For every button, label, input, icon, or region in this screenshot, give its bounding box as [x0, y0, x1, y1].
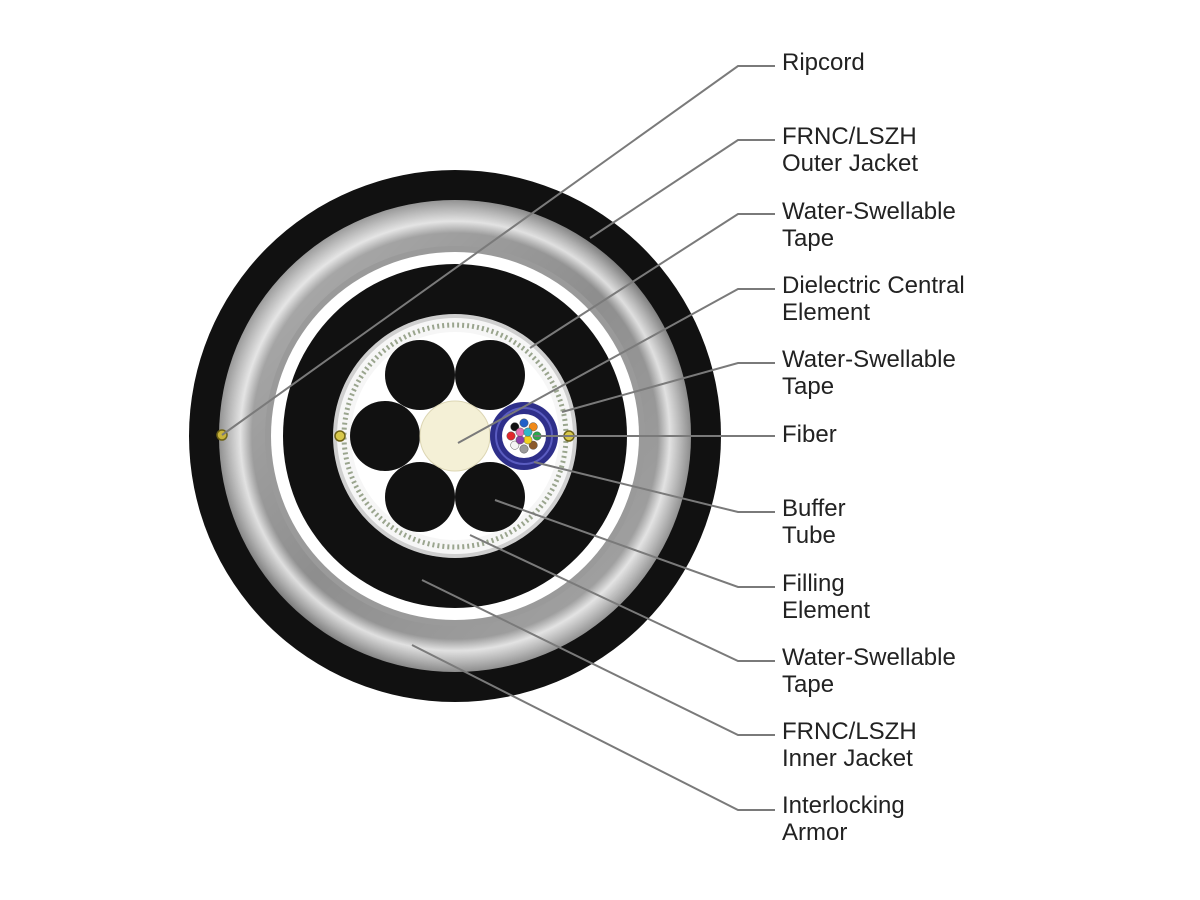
label-dielectric-central-element: Dielectric Central Element — [782, 272, 1182, 326]
label-ripcord: Ripcord — [782, 49, 1182, 76]
label-water-swellable-tape-core: Water-Swellable Tape — [782, 346, 1182, 400]
fiber-bundle — [506, 418, 542, 454]
label-buffer-tube: Buffer Tube — [782, 495, 1182, 549]
leader-line-dielectric-central-element — [457, 288, 775, 444]
cable-cross-section — [189, 170, 721, 702]
label-water-swellable-tape-outer-line-1: Water-Swellable — [782, 198, 956, 225]
label-outer-jacket-line-1: FRNC/LSZH — [782, 123, 917, 150]
fiber-strand — [510, 422, 520, 432]
label-outer-jacket-line-2: Outer Jacket — [782, 150, 919, 177]
filling-element — [350, 401, 420, 471]
label-water-swellable-tape-outer-line-2: Tape — [782, 225, 835, 252]
filling-element — [385, 340, 455, 410]
leader-line-water-swellable-tape-core — [561, 362, 775, 413]
label-dielectric-central-element-line-2: Element — [782, 299, 871, 326]
label-filling-element: Filling Element — [782, 570, 1182, 624]
leader-line-buffer-tube — [533, 461, 775, 513]
leader-line-outer-jacket — [589, 139, 775, 239]
fiber-strand — [528, 422, 538, 432]
fiber-strand — [515, 427, 525, 437]
label-water-swellable-tape-inner-line-1: Water-Swellable — [782, 644, 956, 671]
ripcord-inner — [334, 430, 346, 442]
leader-line-interlocking-armor — [411, 644, 775, 811]
filling-element — [385, 462, 455, 532]
fiber-strand — [515, 435, 525, 445]
label-water-swellable-tape-core-line-1: Water-Swellable — [782, 346, 956, 373]
label-water-swellable-tape-core-line-2: Tape — [782, 373, 835, 400]
label-water-swellable-tape-inner-line-2: Tape — [782, 671, 835, 698]
fiber-strand — [506, 431, 516, 441]
filling-element — [455, 462, 525, 532]
label-interlocking-armor-line-1: Interlocking — [782, 792, 905, 819]
label-interlocking-armor-line-2: Armor — [782, 819, 848, 846]
leader-line-filling-element — [494, 499, 775, 588]
label-inner-jacket-line-1: FRNC/LSZH — [782, 718, 917, 745]
label-buffer-tube-line-2: Tube — [782, 522, 836, 549]
leader-line-water-swellable-tape-outer — [529, 213, 775, 349]
leader-line-inner-jacket — [421, 579, 775, 736]
label-fiber-line-1: Fiber — [782, 421, 837, 448]
label-filling-element-line-1: Filling — [782, 570, 845, 597]
leader-lines — [221, 65, 775, 811]
fiber-strand — [523, 427, 533, 437]
filling-element — [455, 340, 525, 410]
label-interlocking-armor: Interlocking Armor — [782, 792, 1182, 846]
label-inner-jacket: FRNC/LSZH Inner Jacket — [782, 718, 1182, 772]
dielectric-central-element — [419, 400, 491, 472]
label-buffer-tube-line-1: Buffer — [782, 495, 846, 522]
label-water-swellable-tape-outer: Water-Swellable Tape — [782, 198, 1182, 252]
fiber-strand — [523, 435, 533, 445]
label-ripcord-line-1: Ripcord — [782, 49, 865, 76]
label-fiber: Fiber — [782, 421, 1182, 448]
leader-line-ripcord — [221, 65, 775, 436]
label-dielectric-central-element-line-1: Dielectric Central — [782, 272, 965, 299]
fiber-strand — [519, 444, 529, 454]
leader-line-water-swellable-tape-inner — [469, 534, 775, 662]
fiber-strand — [519, 418, 529, 428]
label-inner-jacket-line-2: Inner Jacket — [782, 745, 913, 772]
label-water-swellable-tape-inner: Water-Swellable Tape — [782, 644, 1182, 698]
fiber-strand — [510, 440, 520, 450]
label-filling-element-line-2: Element — [782, 597, 871, 624]
fiber-strand — [528, 440, 538, 450]
label-outer-jacket: FRNC/LSZH Outer Jacket — [782, 123, 1182, 177]
